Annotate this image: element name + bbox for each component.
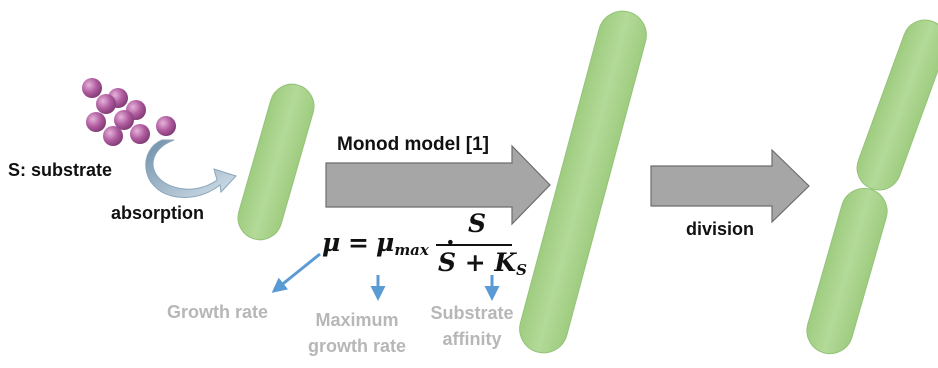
molecule	[82, 78, 102, 98]
absorption-label: absorption	[111, 203, 204, 223]
substrate-label: S: substrate	[8, 160, 113, 180]
division-process-arrow	[650, 148, 810, 224]
equation-equals: =	[348, 228, 369, 257]
pointer-arrow-growth-rate	[271, 252, 321, 293]
maximum-growth-rate-label: Maximum growth rate	[307, 310, 406, 356]
equation-mu-max: μmax	[376, 228, 429, 259]
substrate-affinity-label: Substrate affinity	[430, 303, 514, 349]
molecule	[114, 110, 134, 130]
grown-bacterium-cell	[519, 10, 647, 354]
equation-denominator: S + KS	[438, 248, 527, 279]
growth-rate-label: Growth rate	[167, 302, 269, 322]
equation-dot: ·	[446, 228, 455, 257]
molecule	[103, 126, 123, 146]
monod-model-label: Monod model [1]	[337, 134, 489, 155]
substrate-molecules	[82, 78, 176, 146]
molecule	[96, 94, 116, 114]
bacterium-cell	[237, 83, 315, 241]
daughter-cell-upper	[856, 19, 938, 191]
daughter-cell-lower	[806, 187, 888, 355]
equation-mu: μ	[322, 228, 341, 257]
molecule	[156, 116, 176, 136]
division-label: division	[686, 219, 755, 239]
molecule	[130, 124, 150, 144]
equation-numerator: S	[468, 209, 487, 238]
fraction-bar	[436, 244, 512, 246]
molecule	[86, 112, 106, 132]
monod-process-arrow	[325, 144, 551, 226]
absorption-arrow	[145, 139, 237, 199]
